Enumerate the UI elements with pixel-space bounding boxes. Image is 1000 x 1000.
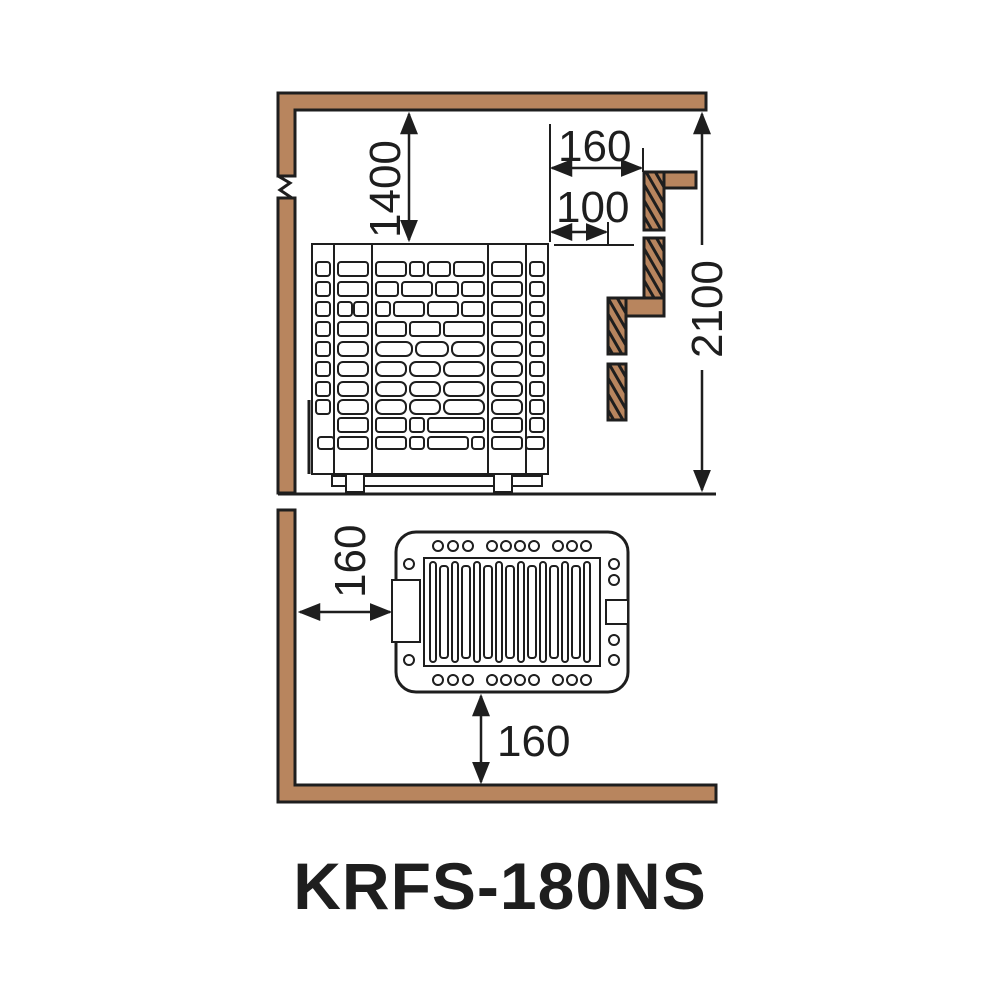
model-title: KRFS-180NS [293,849,707,923]
wall-left-side [276,196,297,495]
dim-label-1400: 1400 [361,140,410,238]
dim-label-100: 100 [556,183,629,232]
dim-label-160-front: 160 [497,717,570,766]
wall-break-icon [277,174,293,200]
top-view: 160 160 [276,508,718,804]
side-view: 1400 160 100 2100 [276,91,732,496]
heater-side-icon [307,243,549,493]
dim-label-160-side: 160 [558,122,631,171]
dim-label-160-left: 160 [326,525,375,598]
wall-ceiling [276,91,708,178]
dim-label-2100: 2100 [683,260,732,358]
protective-wall-section [606,170,698,422]
heater-top-icon [391,530,630,694]
wall-top-view-corner [276,508,718,804]
